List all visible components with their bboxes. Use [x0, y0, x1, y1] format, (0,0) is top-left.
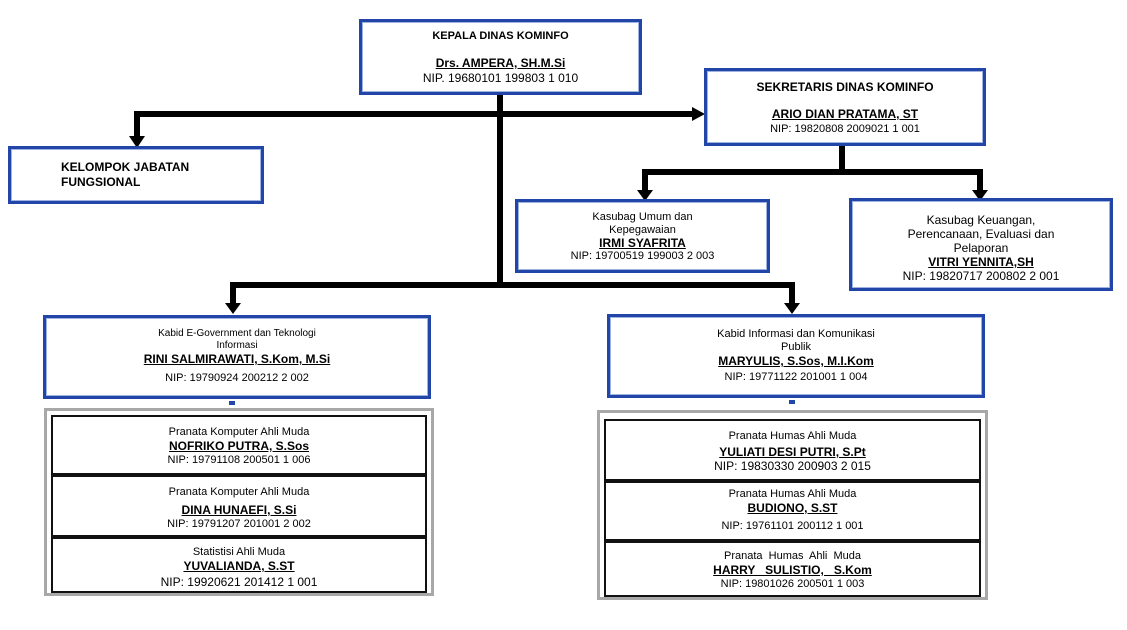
kasubag-umum-line2: Kepegawaian	[609, 224, 676, 236]
kabid-ikp-nip: NIP: 19771122 201001 1 004	[724, 371, 868, 383]
ikp-staff-role: Pranata Humas Ahli Muda	[724, 550, 861, 562]
ikp-staff-nip: NIP: 19761101 200112 1 001	[721, 520, 864, 532]
egov-staff-card: Pranata Komputer Ahli Muda NOFRIKO PUTRA…	[51, 415, 427, 475]
functional-group-line2: FUNGSIONAL	[61, 175, 141, 189]
ikp-connector-knob	[789, 400, 795, 404]
kabid-egov-line1: Kabid E-Government dan Teknologi	[158, 328, 316, 339]
kabid-ikp-name: MARYULIS, S.Sos, M.I.Kom	[718, 354, 874, 368]
kasubag-keuangan-nip: NIP: 19820717 200802 2 001	[902, 269, 1060, 283]
egov-staff-name: YUVALIANDA, S.ST	[183, 559, 295, 573]
kabid-ikp-line2: Publik	[781, 341, 811, 353]
ikp-staff-card: Pranata Humas Ahli Muda HARRY SULISTIO, …	[604, 541, 981, 597]
kasubag-keuangan-line1: Kasubag Keuangan,	[926, 213, 1036, 227]
egov-staff-role: Pranata Komputer Ahli Muda	[168, 486, 310, 498]
kabid-egov-box: Kabid E-Government dan Teknologi Informa…	[43, 315, 431, 399]
ikp-staff-card: Pranata Humas Ahli Muda YULIATI DESI PUT…	[604, 419, 981, 481]
egov-staff-role: Statistisi Ahli Muda	[192, 546, 286, 558]
ikp-staff-role: Pranata Humas Ahli Muda	[728, 430, 857, 442]
ikp-staff-nip: NIP: 19830330 200903 2 015	[714, 459, 871, 473]
kasubag-umum-name: IRMI SYAFRITA	[599, 236, 686, 250]
kasubag-keuangan-line2: Perencanaan, Evaluasi dan	[907, 227, 1055, 241]
kabid-ikp-line1: Kabid Informasi dan Komunikasi	[717, 328, 875, 340]
kasubag-keuangan-line3: Pelaporan	[953, 241, 1009, 255]
kasubag-umum-nip: NIP: 19700519 199003 2 003	[570, 250, 715, 262]
head-nip: NIP. 19680101 199803 1 010	[422, 71, 579, 85]
functional-group-box: KELOMPOK JABATAN FUNGSIONAL	[8, 146, 264, 204]
secretary-name: ARIO DIAN PRATAMA, ST	[771, 107, 919, 121]
kabid-egov-line2: Informasi	[216, 340, 258, 351]
kasubag-keuangan-name: VITRI YENNITA,SH	[928, 255, 1034, 269]
egov-staff-card: Pranata Komputer Ahli Muda DINA HUNAEFI,…	[51, 475, 427, 537]
egov-staff-nip: NIP: 19791108 200501 1 006	[167, 454, 311, 466]
kabid-ikp-box: Kabid Informasi dan Komunikasi Publik MA…	[607, 314, 985, 398]
head-title: KEPALA DINAS KOMINFO	[432, 30, 569, 42]
egov-staff-group: Pranata Komputer Ahli Muda NOFRIKO PUTRA…	[44, 408, 434, 596]
egov-connector-knob	[229, 401, 235, 405]
egov-staff-card: Statistisi Ahli Muda YUVALIANDA, S.ST NI…	[51, 537, 427, 593]
secretary-title: SEKRETARIS DINAS KOMINFO	[756, 80, 934, 94]
egov-staff-name: DINA HUNAEFI, S.Si	[181, 503, 297, 517]
kasubag-umum-box: Kasubag Umum dan Kepegawaian IRMI SYAFRI…	[515, 199, 770, 273]
egov-staff-nip: NIP: 19920621 201412 1 001	[160, 575, 318, 589]
ikp-staff-group: Pranata Humas Ahli Muda YULIATI DESI PUT…	[597, 410, 988, 600]
egov-staff-nip: NIP: 19791207 201001 2 002	[167, 518, 311, 530]
functional-group-line1: KELOMPOK JABATAN	[61, 160, 190, 174]
ikp-staff-role: Pranata Humas Ahli Muda	[728, 488, 857, 500]
ikp-staff-name: HARRY SULISTIO, S.Kom	[713, 563, 872, 577]
kasubag-keuangan-box: Kasubag Keuangan, Perencanaan, Evaluasi …	[849, 198, 1113, 291]
kasubag-umum-line1: Kasubag Umum dan	[592, 211, 693, 223]
ikp-staff-name: BUDIONO, S.ST	[747, 501, 838, 515]
ikp-staff-name: YULIATI DESI PUTRI, S.Pt	[719, 445, 866, 459]
head-name: Drs. AMPERA, SH.M.Si	[435, 56, 566, 70]
egov-staff-name: NOFRIKO PUTRA, S.Sos	[168, 439, 309, 453]
secretary-nip: NIP: 19820808 2009021 1 001	[770, 123, 920, 135]
kabid-egov-nip: NIP: 19790924 200212 2 002	[165, 372, 309, 384]
ikp-staff-card: Pranata Humas Ahli Muda BUDIONO, S.ST NI…	[604, 481, 981, 541]
egov-staff-role: Pranata Komputer Ahli Muda	[168, 426, 310, 438]
secretary-box: SEKRETARIS DINAS KOMINFO ARIO DIAN PRATA…	[704, 68, 986, 146]
ikp-staff-nip: NIP: 19801026 200501 1 003	[720, 578, 865, 590]
head-box: KEPALA DINAS KOMINFO Drs. AMPERA, SH.M.S…	[359, 19, 642, 95]
kabid-egov-name: RINI SALMIRAWATI, S.Kom, M.Si	[143, 352, 331, 366]
